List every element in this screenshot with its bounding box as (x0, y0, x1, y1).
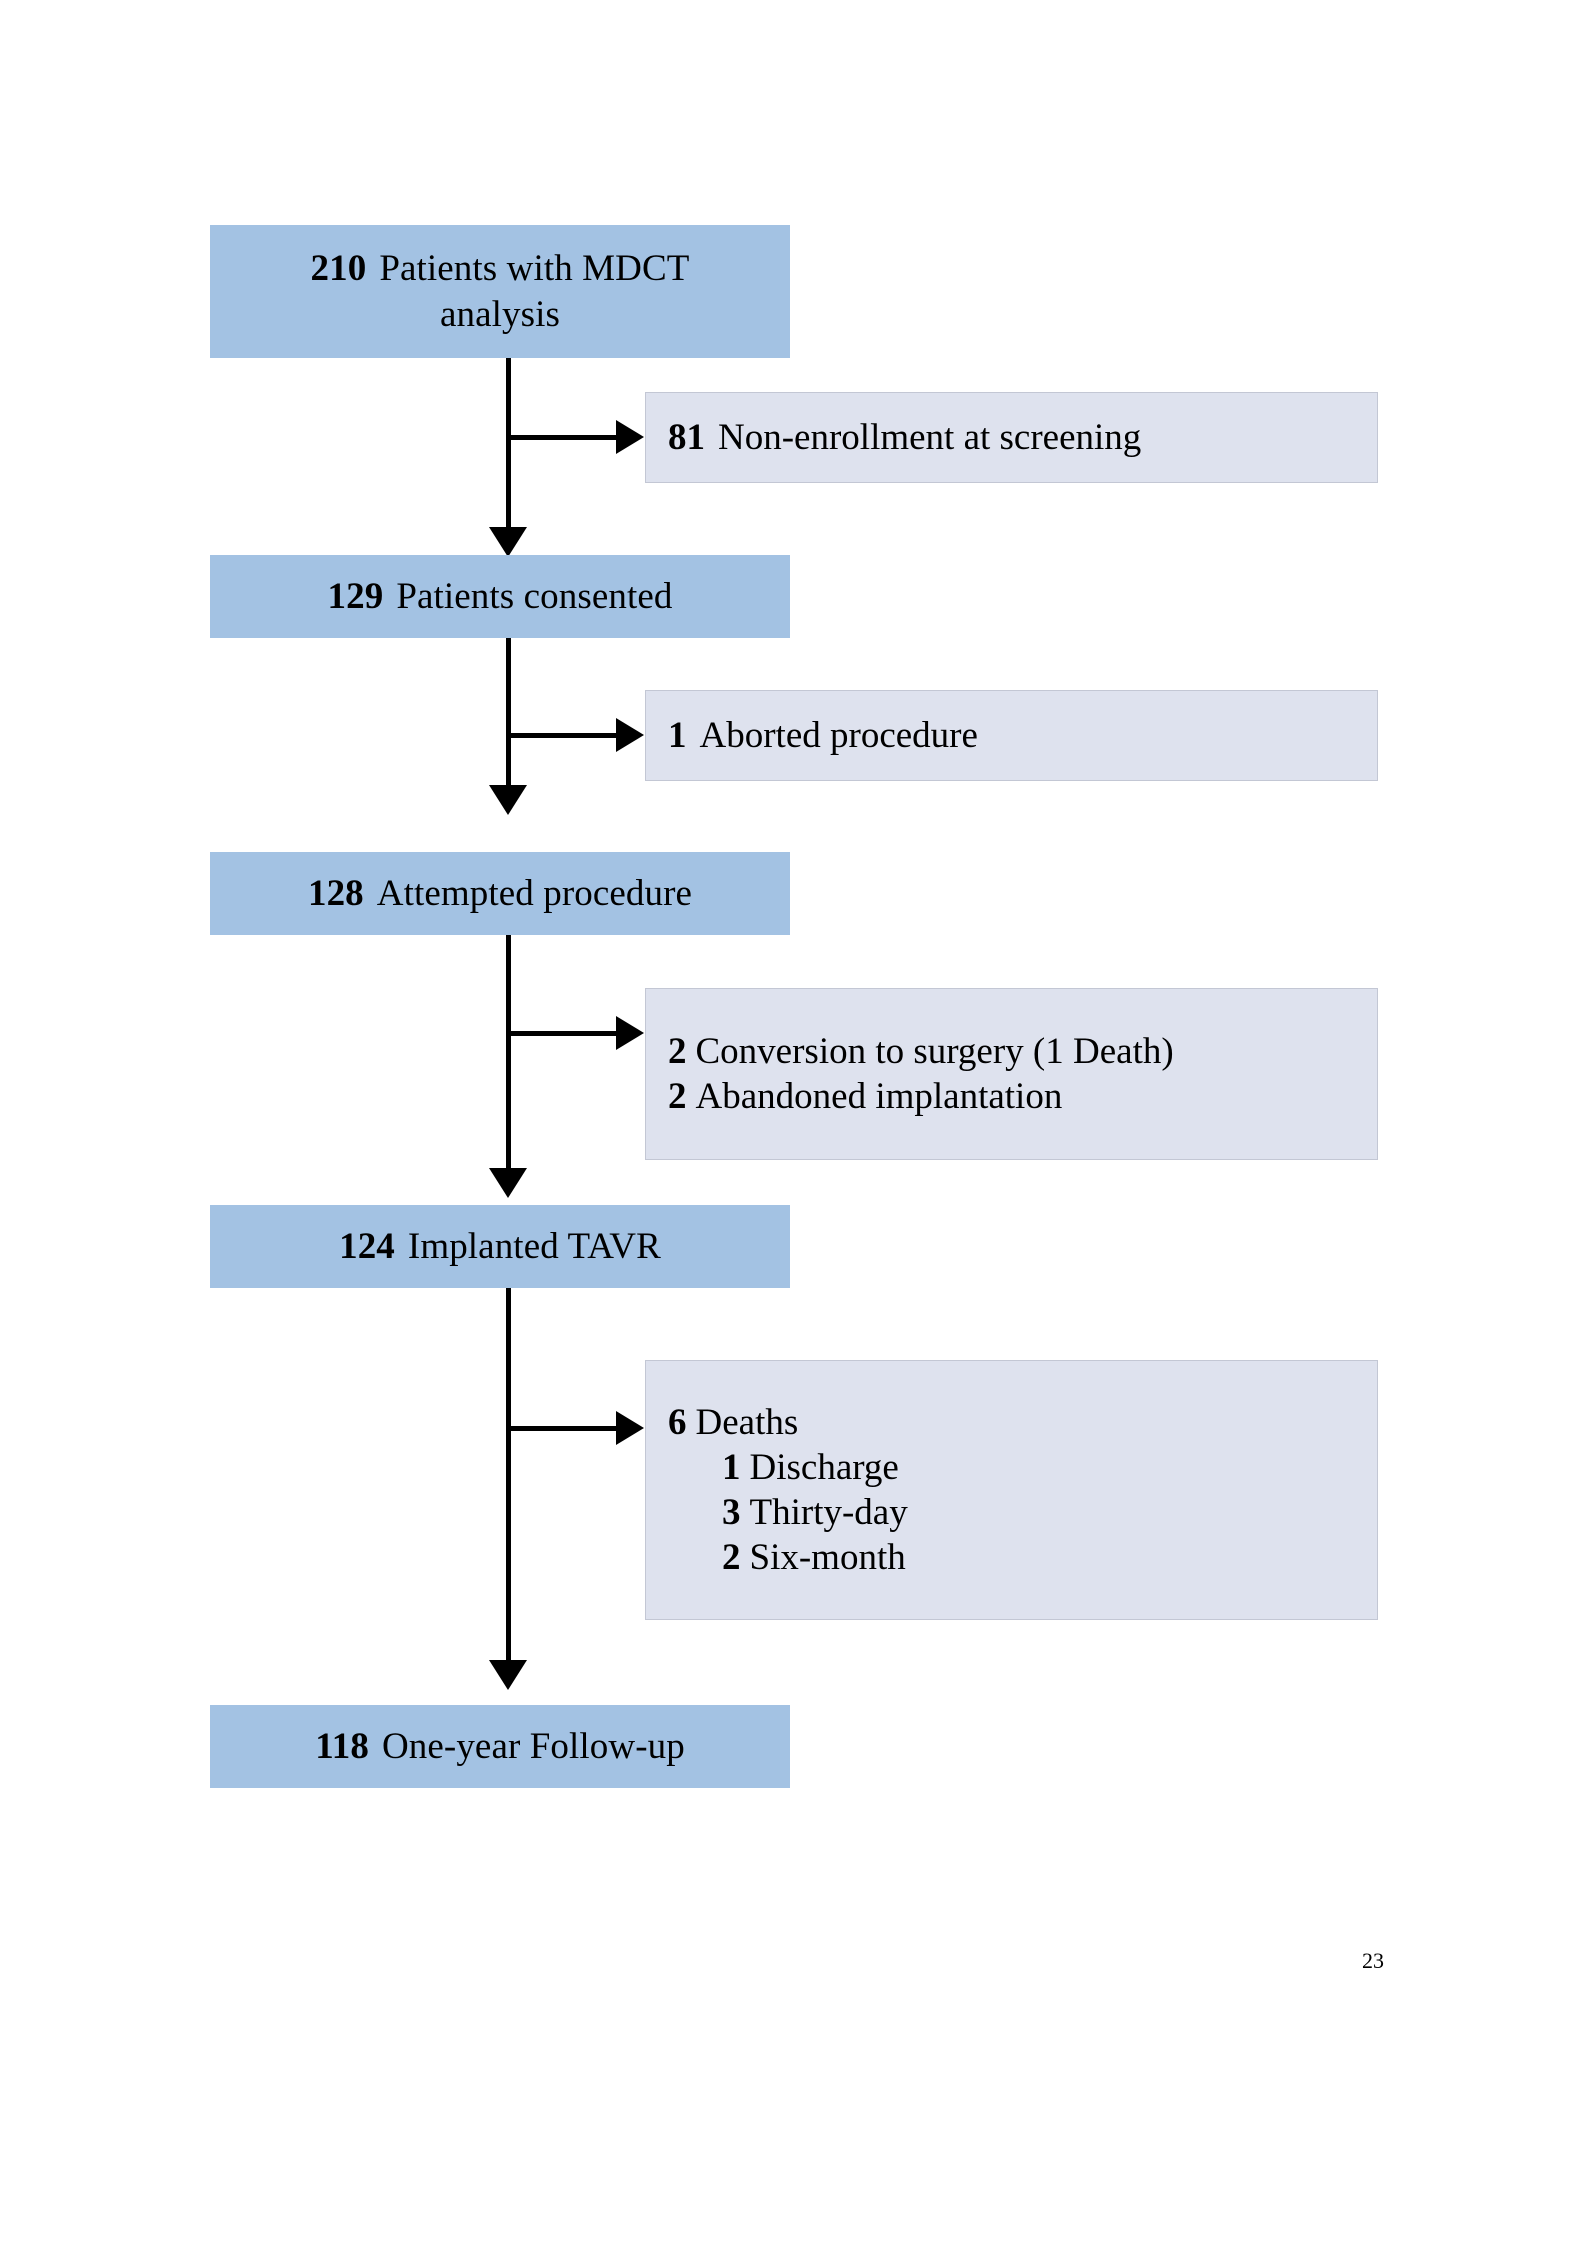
page-number: 23 (1362, 1948, 1384, 1973)
connector-implanted-to-followup (506, 1288, 511, 1668)
flow-node-mdct-count: 210 (310, 248, 367, 290)
exclusion-count: 3 (722, 1492, 741, 1533)
arrowhead-attempted-to-conversion (616, 1016, 644, 1050)
flow-node-attempted: 128 Attempted procedure (210, 852, 790, 935)
flow-node-mdct-text: 210 Patients with MDCT analysis (311, 246, 690, 336)
connector-mdct-to-consented (506, 358, 511, 536)
flow-node-consented-text: 129 Patients consented (328, 574, 673, 619)
flow-node-mdct-label: Patients with MDCT (379, 248, 690, 290)
exclusion-count: 2 (668, 1076, 687, 1117)
arrowhead-implanted-to-followup (489, 1660, 527, 1690)
flow-node-implanted-count: 124 (339, 1225, 395, 1267)
exclusion-line: 1 Aborted procedure (668, 713, 1367, 758)
exclusion-count: 81 (668, 416, 705, 458)
flow-node-implanted-text: 124 Implanted TAVR (339, 1224, 661, 1269)
arrowhead-mdct-to-consented (489, 527, 527, 557)
flow-node-consented-count: 129 (327, 575, 384, 617)
connector-consented-to-aborted (506, 733, 618, 738)
exclusion-node-non-enrollment: 81 Non-enrollment at screening (645, 392, 1378, 483)
flow-node-attempted-label: Attempted procedure (376, 872, 693, 914)
exclusion-count: 1 (722, 1446, 741, 1488)
arrowhead-consented-to-aborted (616, 718, 644, 752)
exclusion-count: 2 (668, 1030, 687, 1072)
flow-node-attempted-count: 128 (307, 872, 364, 914)
exclusion-label: Abandoned implantation (695, 1076, 1063, 1117)
arrowhead-mdct-to-non-enrollment (616, 420, 644, 454)
flow-node-mdct: 210 Patients with MDCT analysis (210, 225, 790, 358)
flow-node-implanted-label: Implanted TAVR (407, 1225, 661, 1267)
arrowhead-implanted-to-deaths (616, 1411, 644, 1445)
exclusion-label: Deaths (695, 1401, 799, 1443)
flow-node-followup-count: 118 (315, 1725, 369, 1767)
flow-node-mdct-label-line2: analysis (439, 293, 560, 335)
exclusion-node-aborted: 1 Aborted procedure (645, 690, 1378, 781)
flow-node-followup: 118 One-year Follow-up (210, 1705, 790, 1788)
exclusion-label: Non-enrollment at screening (718, 416, 1142, 458)
connector-attempted-to-conversion (506, 1031, 618, 1036)
exclusion-count: 2 (722, 1537, 741, 1579)
exclusion-count: 6 (668, 1401, 687, 1443)
connector-implanted-to-deaths (506, 1426, 618, 1431)
flow-node-attempted-text: 128 Attempted procedure (308, 871, 692, 916)
exclusion-line: 81 Non-enrollment at screening (668, 415, 1367, 460)
arrowhead-attempted-to-implanted (489, 1168, 527, 1198)
flow-node-implanted: 124 Implanted TAVR (210, 1205, 790, 1288)
flow-node-consented: 129 Patients consented (210, 555, 790, 638)
connector-mdct-to-non-enrollment (506, 435, 618, 440)
flow-node-followup-label: One-year Follow-up (381, 1725, 685, 1767)
flow-node-consented-label: Patients consented (396, 575, 673, 617)
arrowhead-consented-to-attempted (489, 785, 527, 815)
connector-attempted-to-implanted (506, 935, 511, 1175)
exclusion-label: Six-month (749, 1537, 906, 1579)
connector-consented-to-attempted (506, 638, 511, 794)
exclusion-label: Conversion to surgery (1 Death) (695, 1030, 1174, 1072)
exclusion-label: Discharge (749, 1446, 899, 1488)
exclusion-count: 1 (668, 714, 687, 756)
exclusion-label: Thirty-day (749, 1492, 908, 1533)
exclusion-label: Aborted procedure (699, 714, 978, 756)
flow-node-followup-text: 118 One-year Follow-up (315, 1724, 685, 1769)
